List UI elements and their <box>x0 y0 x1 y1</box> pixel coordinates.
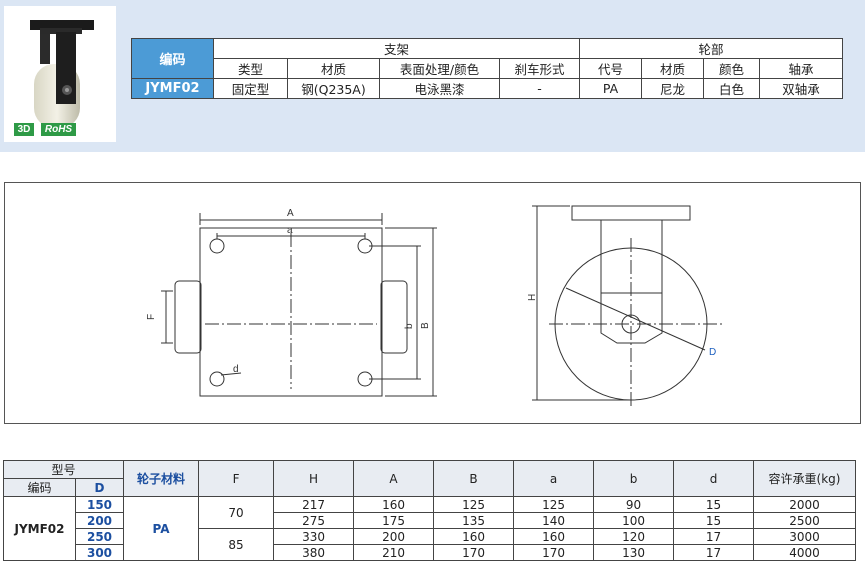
spec-bearing: 双轴承 <box>759 78 844 99</box>
hole-top-left <box>209 238 225 254</box>
caster-photo-illustration <box>30 20 94 128</box>
dimension-table: 型号 轮子材料 F H A B a b d 容许承重(kg) 编码 D JYMF… <box>2 460 857 561</box>
3d-badge: 3D <box>14 123 34 136</box>
spec-code: JYMF02 <box>131 78 214 99</box>
dim-D: D <box>709 347 716 358</box>
dim-a: a <box>287 225 293 236</box>
cell-A: 210 <box>353 544 435 561</box>
hdr-H: H <box>273 460 355 497</box>
cell-D: 250 <box>74 528 125 545</box>
left-wheel-tab <box>174 280 202 354</box>
hdr-model: 型号 <box>2 460 125 479</box>
cell-d: 15 <box>673 512 755 529</box>
cell-a: 170 <box>513 544 595 561</box>
bracket-header: 支架 <box>212 38 581 59</box>
spec-color: 白色 <box>703 78 761 99</box>
hdr-b: b <box>593 460 675 497</box>
col-material: 材质 <box>287 58 380 79</box>
col-bearing: 轴承 <box>759 58 844 79</box>
spec-type: 固定型 <box>213 78 288 99</box>
dim-B: B <box>420 322 431 329</box>
spec-surface: 电泳黑漆 <box>379 78 500 99</box>
col-wheel-material: 材质 <box>641 58 705 79</box>
hdr-A: A <box>353 460 435 497</box>
hdr-D: D <box>74 478 125 497</box>
table-row: JYMF02 150 PA 70 217 160 125 125 90 15 2… <box>3 496 857 561</box>
cell-a: 140 <box>513 512 595 529</box>
code-header: 编码 <box>131 38 214 79</box>
cell-material: PA <box>123 496 200 561</box>
spec-material: 钢(Q235A) <box>287 78 380 99</box>
dim-b: b <box>404 323 415 329</box>
cell-F: 70 <box>198 496 275 529</box>
col-wheel-code: 代号 <box>579 58 643 79</box>
cell-H: 380 <box>273 544 355 561</box>
col-type: 类型 <box>213 58 288 79</box>
hole-bottom-left <box>209 371 225 387</box>
cell-b: 100 <box>593 512 675 529</box>
hdr-wheel-material: 轮子材料 <box>123 460 200 497</box>
cell-B: 125 <box>433 496 515 513</box>
spec-wheel-material: 尼龙 <box>641 78 705 99</box>
cell-A: 160 <box>353 496 435 513</box>
col-surface: 表面处理/颜色 <box>379 58 500 79</box>
hdr-code: 编码 <box>3 478 76 497</box>
cell-F: 85 <box>198 528 275 561</box>
side-mount-plate <box>571 205 691 221</box>
cell-b: 90 <box>593 496 675 513</box>
cell-D: 200 <box>74 512 125 529</box>
col-color: 颜色 <box>703 58 761 79</box>
drawing-svg: A a F b B d H D <box>146 205 725 409</box>
dim-F: F <box>146 314 157 320</box>
dim-A: A <box>287 208 294 219</box>
row-code: JYMF02 <box>3 496 76 561</box>
wheel-header: 轮部 <box>579 38 844 59</box>
cell-H: 330 <box>273 528 355 545</box>
cell-H: 275 <box>273 512 355 529</box>
cell-load: 4000 <box>753 544 857 561</box>
cell-D: 150 <box>74 496 125 513</box>
rohs-badge: RoHS <box>41 123 76 136</box>
top-plate-outline <box>199 227 383 397</box>
technical-drawing: A a F b B d H D <box>4 182 861 424</box>
spec-wheel-code: PA <box>579 78 643 99</box>
cell-B: 135 <box>433 512 515 529</box>
product-photo <box>4 6 116 142</box>
dim-H: H <box>527 294 538 301</box>
cell-b: 120 <box>593 528 675 545</box>
cell-d: 17 <box>673 528 755 545</box>
cell-a: 160 <box>513 528 595 545</box>
spec-table: 编码 支架 轮部 类型 材质 表面处理/颜色 刹车形式 代号 材质 颜色 轴承 … <box>131 38 844 99</box>
hdr-F: F <box>198 460 275 497</box>
col-brake: 刹车形式 <box>498 58 581 79</box>
table-row: 250 85 330 200 160 160 120 17 3000 <box>4 528 857 561</box>
cell-H: 217 <box>273 496 355 513</box>
cell-d: 17 <box>673 544 755 561</box>
right-wheel-tab <box>380 280 408 354</box>
cell-B: 160 <box>433 528 515 545</box>
cell-b: 130 <box>593 544 675 561</box>
side-bracket-outline <box>600 292 663 344</box>
cell-load: 2000 <box>753 496 857 513</box>
dim-d: d <box>233 364 239 375</box>
table-row: 300 380 210 170 170 130 17 4000 <box>4 544 857 561</box>
cell-A: 175 <box>353 512 435 529</box>
cell-a: 125 <box>513 496 595 513</box>
cell-A: 200 <box>353 528 435 545</box>
cell-D: 300 <box>74 544 125 561</box>
hdr-B: B <box>433 460 515 497</box>
hdr-a: a <box>513 460 595 497</box>
hdr-load: 容许承重(kg) <box>753 460 857 497</box>
hdr-d: d <box>673 460 755 497</box>
table-row: 200 275 175 135 140 100 15 2500 <box>4 512 857 529</box>
cell-B: 170 <box>433 544 515 561</box>
spec-brake: - <box>498 78 581 99</box>
cell-load: 2500 <box>753 512 857 529</box>
cell-load: 3000 <box>753 528 857 545</box>
cell-d: 15 <box>673 496 755 513</box>
